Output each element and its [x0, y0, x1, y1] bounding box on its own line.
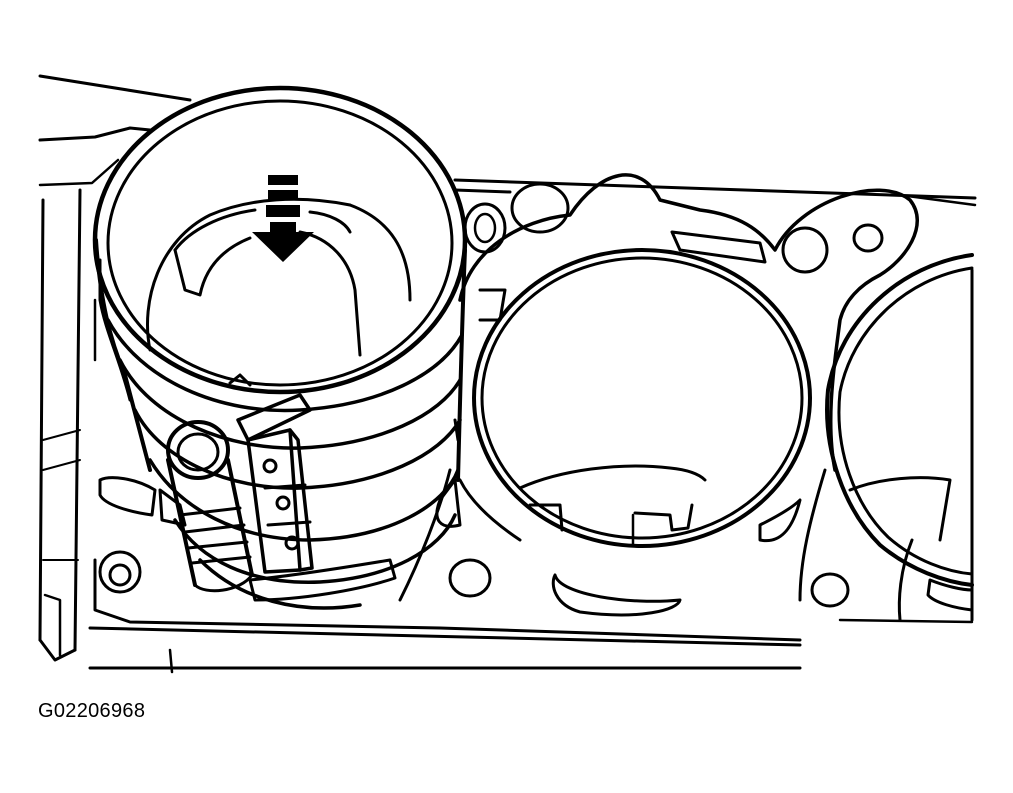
- piston-inside: [146, 197, 412, 387]
- cylinder-bore-right: [825, 253, 974, 587]
- head-gasket: [98, 173, 919, 622]
- engine-block-deck: [38, 74, 977, 674]
- ring-compressor: [92, 85, 468, 610]
- figure-id-label: G02206968: [38, 700, 146, 722]
- compressor-ratchet: [158, 393, 314, 593]
- gasket-holes: [98, 182, 974, 617]
- cylinder-bore-middle: [472, 248, 812, 548]
- down-arrow-icon: [252, 175, 314, 262]
